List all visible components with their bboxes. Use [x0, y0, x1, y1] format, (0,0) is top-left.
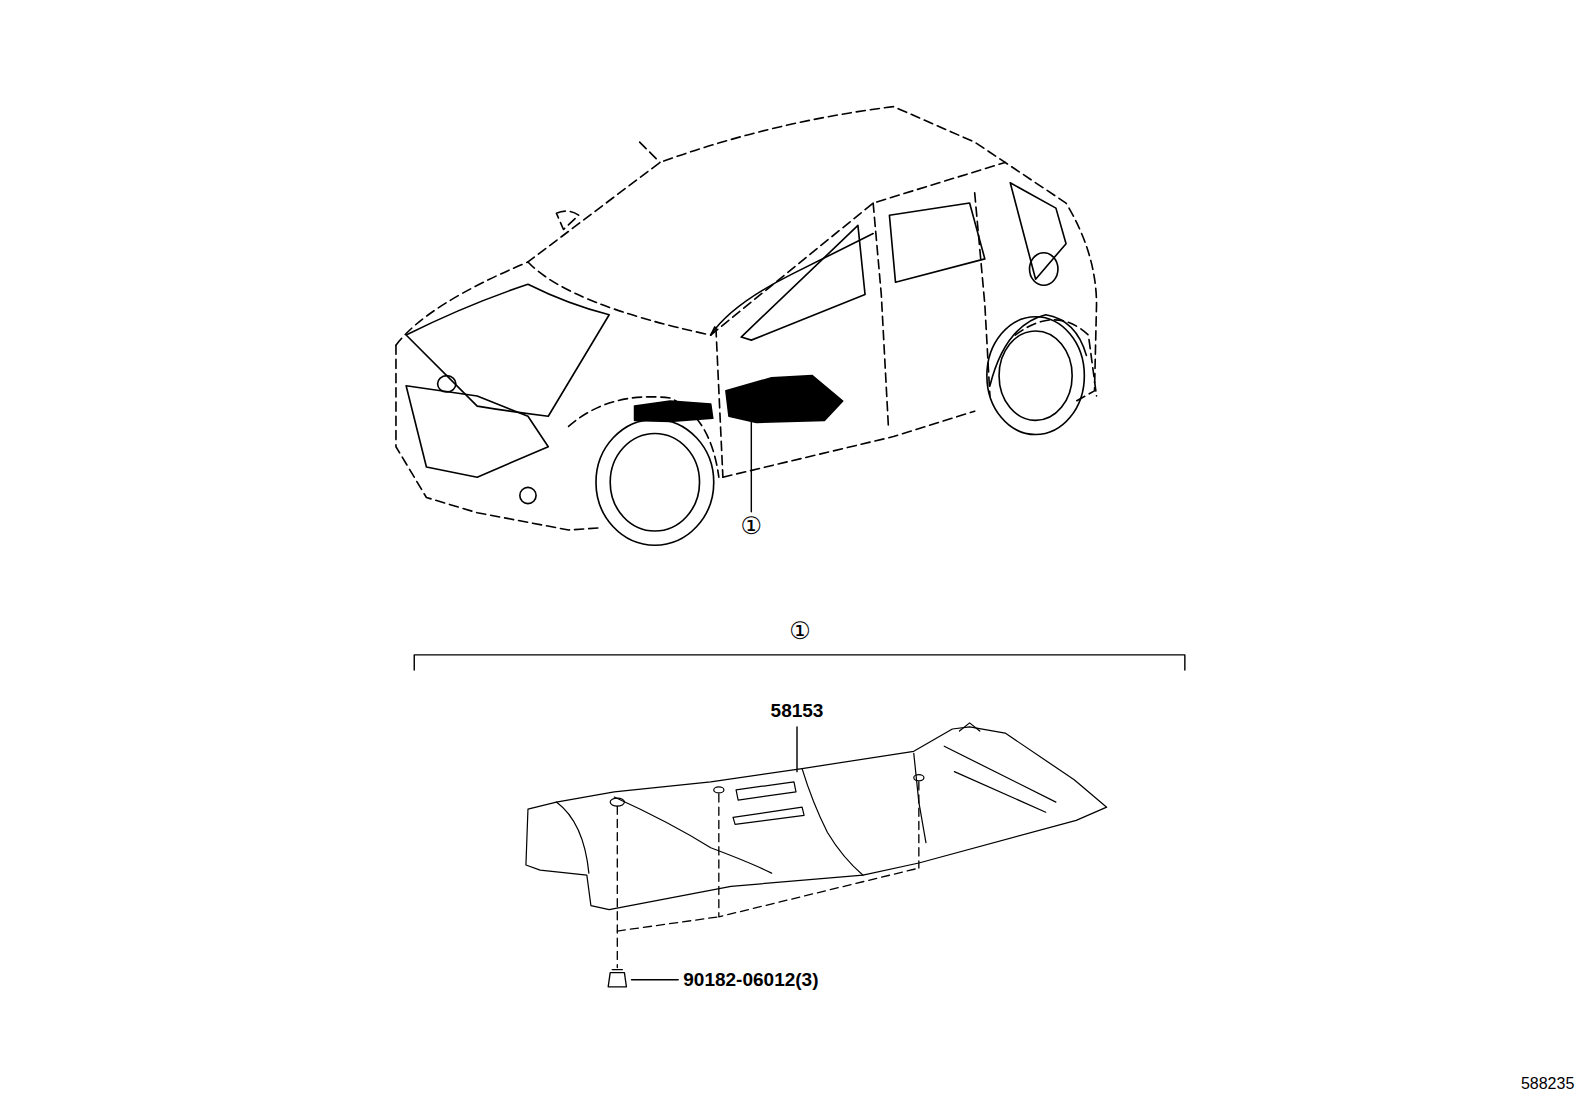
vehicle-detail — [990, 315, 1086, 386]
engine-under-cover — [526, 723, 1107, 910]
clip-nut — [608, 970, 626, 987]
vehicle-detail — [1030, 253, 1058, 285]
vehicle-detail — [406, 183, 1086, 545]
vehicle-detail — [406, 386, 548, 477]
fastener-lines — [617, 782, 919, 968]
vehicle-outline — [396, 107, 1097, 530]
engine-under-cover — [614, 797, 771, 873]
fastener-lines — [918, 782, 919, 868]
engine-under-cover — [610, 798, 624, 806]
engine-under-cover — [914, 775, 924, 781]
vehicle-detail — [438, 376, 456, 392]
vehicle-outline — [711, 325, 723, 477]
highlighted-cover — [726, 376, 843, 423]
vehicle-outline — [556, 211, 578, 229]
engine-under-cover — [959, 723, 979, 731]
vehicle-detail — [711, 234, 873, 336]
vehicle-detail — [596, 419, 714, 545]
vehicle-detail — [520, 487, 536, 503]
fastener-lines — [617, 806, 618, 967]
engine-under-cover — [733, 807, 804, 824]
clip-nut — [612, 969, 622, 970]
engine-under-cover — [714, 787, 724, 793]
engine-under-cover — [556, 802, 588, 873]
vehicle-outline — [396, 107, 1097, 401]
clip-nut — [608, 973, 626, 987]
engine-under-cover — [914, 753, 926, 842]
vehicle-detail — [741, 225, 865, 340]
vehicle-detail — [987, 317, 1084, 435]
illustration-code: 588235 — [1520, 1076, 1575, 1092]
callout-number: ① — [740, 514, 764, 538]
part-number: 90182-06012(3) — [682, 970, 819, 989]
callout-number: ① — [788, 619, 812, 643]
vehicle-detail — [610, 434, 699, 531]
vehicle-outline — [640, 142, 660, 162]
engine-under-cover — [526, 727, 1107, 910]
vehicle-detail — [999, 331, 1072, 420]
highlighted-cover — [635, 376, 843, 423]
bracket — [414, 655, 1185, 670]
leader-line — [632, 979, 679, 980]
vehicle-detail — [406, 284, 609, 416]
parts-illustration — [396, 107, 1185, 987]
vehicle-outline — [873, 203, 888, 426]
engine-under-cover — [802, 769, 863, 876]
engine-under-cover — [736, 782, 796, 800]
leader-line — [796, 727, 797, 772]
fastener-lines — [617, 917, 719, 931]
vehicle-outline — [528, 162, 1005, 335]
part-number: 58153 — [770, 701, 825, 720]
engine-under-cover — [944, 746, 1056, 812]
highlighted-cover — [635, 401, 713, 421]
vehicle-detail — [889, 203, 984, 282]
leader-line — [751, 412, 752, 511]
fastener-lines — [719, 794, 919, 917]
vehicle-outline — [396, 345, 599, 530]
